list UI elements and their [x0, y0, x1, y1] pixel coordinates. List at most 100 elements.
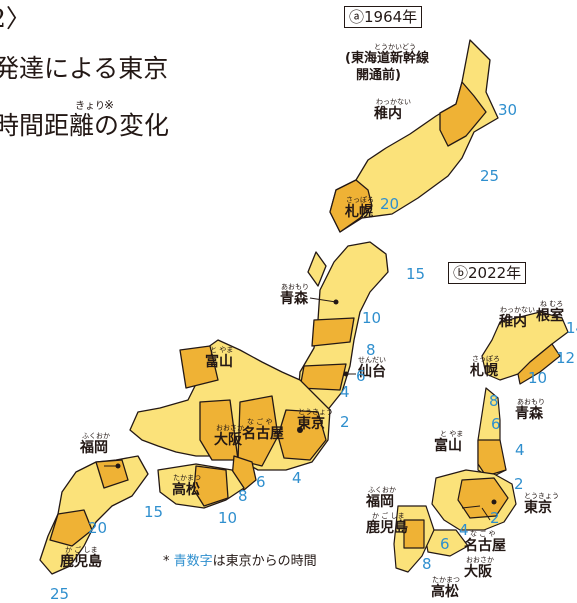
route-note-line1: (東海道新幹線 — [345, 51, 429, 66]
honshu-north-band-1964 — [311, 317, 355, 347]
city-wakkanai-1964: 稚内 — [374, 106, 402, 122]
hour-1964-30: 30 — [498, 101, 518, 119]
hour-1964-15: 15 — [406, 265, 426, 283]
tag-1964: ⓐ1964年 — [344, 6, 423, 28]
city-ruby-aomori-1964: あおもり — [281, 283, 309, 291]
title-word-kyori: 距離 — [44, 111, 95, 140]
kyushu-band-2022 — [403, 519, 425, 549]
title-word-henka: の変化 — [94, 111, 170, 140]
city-wakkanai-2022: 稚内 — [499, 314, 527, 330]
hour-1964-20b: 20 — [88, 519, 108, 537]
hour-2022-4b: 4 — [459, 521, 469, 539]
city-ruby-nagoya-2022: な ご や — [470, 530, 496, 538]
city-ruby-takamatsu-2022: たかまつ — [432, 576, 460, 584]
city-ruby-sapporo-1964: さっぽろ — [346, 196, 374, 204]
hour-2022-2: 2 — [514, 475, 524, 493]
city-kagoshima-1964: 鹿児島 — [60, 554, 102, 570]
map-2022-leaders — [461, 505, 491, 521]
city-sapporo-2022: 札幌 — [470, 363, 498, 379]
city-osaka-2022: 大阪 — [464, 564, 492, 580]
city-aomori-2022: 青森 — [515, 406, 543, 422]
footnote-rest: は東京からの時間 — [212, 554, 317, 569]
hour-1964-6b: 6 — [256, 473, 266, 491]
city-osaka-1964: 大阪 — [214, 432, 242, 448]
osaka-band-1964 — [199, 399, 239, 461]
hour-2022-12: 12 — [556, 349, 576, 367]
city-ruby-sendai-1964: せんだい — [358, 356, 386, 364]
hour-2022-10: 10 — [528, 369, 548, 387]
title-ruby-kyori: きょり — [75, 101, 105, 112]
hour-1964-10b: 10 — [218, 509, 238, 527]
hour-2022-14: 14 — [566, 319, 577, 337]
hour-1964-25: 25 — [480, 167, 500, 185]
map-2022-dots — [491, 499, 497, 505]
city-sendai-1964: 仙台 — [358, 364, 386, 380]
city-takamatsu-1964: 高松 — [172, 482, 200, 498]
hour-2022-6b: 6 — [440, 535, 450, 553]
hour-1964-10: 10 — [362, 309, 382, 327]
city-toyama-1964: 富山 — [205, 354, 233, 370]
city-ruby-toyama-1964: と やま — [210, 346, 234, 354]
city-nagoya-2022: 名古屋 — [464, 538, 506, 554]
city-fukuoka-2022: 福岡 — [366, 494, 394, 510]
city-takamatsu-2022: 高松 — [431, 584, 459, 600]
hour-1964-4b: 4 — [292, 469, 302, 487]
hour-1964-6: 6 — [356, 367, 366, 385]
nagoya-band-1964 — [237, 395, 279, 467]
city-kagoshima-2022: 鹿児島 — [366, 520, 408, 536]
title-line-1: 発達による東京 — [0, 54, 169, 83]
footnote-mark: * — [163, 554, 170, 569]
city-ruby-nemuro-2022: ね むろ — [540, 300, 564, 308]
footnote: * 青数字は東京からの時間 — [163, 553, 317, 571]
hokkaido-band2-1964 — [329, 179, 373, 233]
hour-2022-8: 8 — [489, 392, 499, 410]
city-toyama-2022: 富山 — [434, 438, 462, 454]
map-1964-shapes — [39, 39, 499, 575]
tokyo-core-2022 — [457, 477, 509, 519]
city-ruby-wakkanai-1964: わっかない — [376, 98, 411, 106]
route-note-ruby: とうかいどう — [374, 43, 416, 51]
city-ruby-nagoya-1964: な ご や — [247, 418, 273, 426]
shikoku-band-1964 — [193, 465, 229, 507]
map-2022-shapes — [393, 311, 569, 573]
hour-2022-6: 6 — [491, 415, 501, 433]
toyama-band-1964 — [179, 345, 219, 389]
hour-1964-8: 8 — [366, 341, 376, 359]
city-tokyo-1964: 東京 — [297, 416, 325, 432]
city-sapporo-1964: 札幌 — [345, 204, 373, 220]
title-number-fragment: 2〉 — [0, 4, 31, 33]
hour-2022-4: 4 — [515, 441, 525, 459]
city-ruby-kagoshima-2022: か ご しま — [372, 512, 405, 520]
title-word-jikan: 時間 — [0, 111, 45, 140]
city-ruby-aomori-2022: あおもり — [517, 398, 545, 406]
honshu-band-2022 — [477, 439, 507, 477]
map-1964-dots — [115, 299, 349, 469]
city-ruby-osaka-1964: おおさか — [216, 424, 244, 432]
shikoku-2022 — [423, 529, 469, 557]
city-aomori-1964: 青森 — [280, 291, 308, 307]
city-ruby-osaka-2022: おおさか — [466, 556, 494, 564]
city-ruby-wakkanai-2022: わっかない — [500, 306, 535, 314]
city-ruby-toyama-2022: と やま — [440, 430, 464, 438]
title-note-mark: ※ — [104, 98, 115, 112]
city-nemuro-2022: 根室 — [536, 308, 564, 324]
city-ruby-takamatsu-1964: たかまつ — [173, 474, 201, 482]
hour-2022-2b: 2 — [490, 509, 500, 527]
title-line-2: 時間距離の変化 — [0, 109, 169, 143]
city-ruby-fukuoka-1964: ふくおか — [82, 432, 110, 440]
kyushu-band-1964 — [49, 509, 93, 547]
city-ruby-kagoshima-1964: か ご しま — [65, 546, 98, 554]
city-ruby-tokyo-1964: とうきょう — [298, 408, 333, 416]
tag-2022: ⓑ2022年 — [448, 262, 527, 284]
hour-1964-8b: 8 — [238, 487, 248, 505]
hour-1964-2: 2 — [340, 413, 350, 431]
city-fukuoka-1964: 福岡 — [80, 440, 108, 456]
city-nagoya-1964: 名古屋 — [242, 426, 284, 442]
route-note-line2: 開通前) — [356, 68, 401, 83]
hour-1964-20: 20 — [380, 195, 400, 213]
hour-1964-25b: 25 — [50, 585, 70, 603]
hour-1964-15b: 15 — [144, 503, 164, 521]
hour-2022-8b: 8 — [422, 555, 432, 573]
hokkaido-band-1964 — [439, 81, 487, 147]
